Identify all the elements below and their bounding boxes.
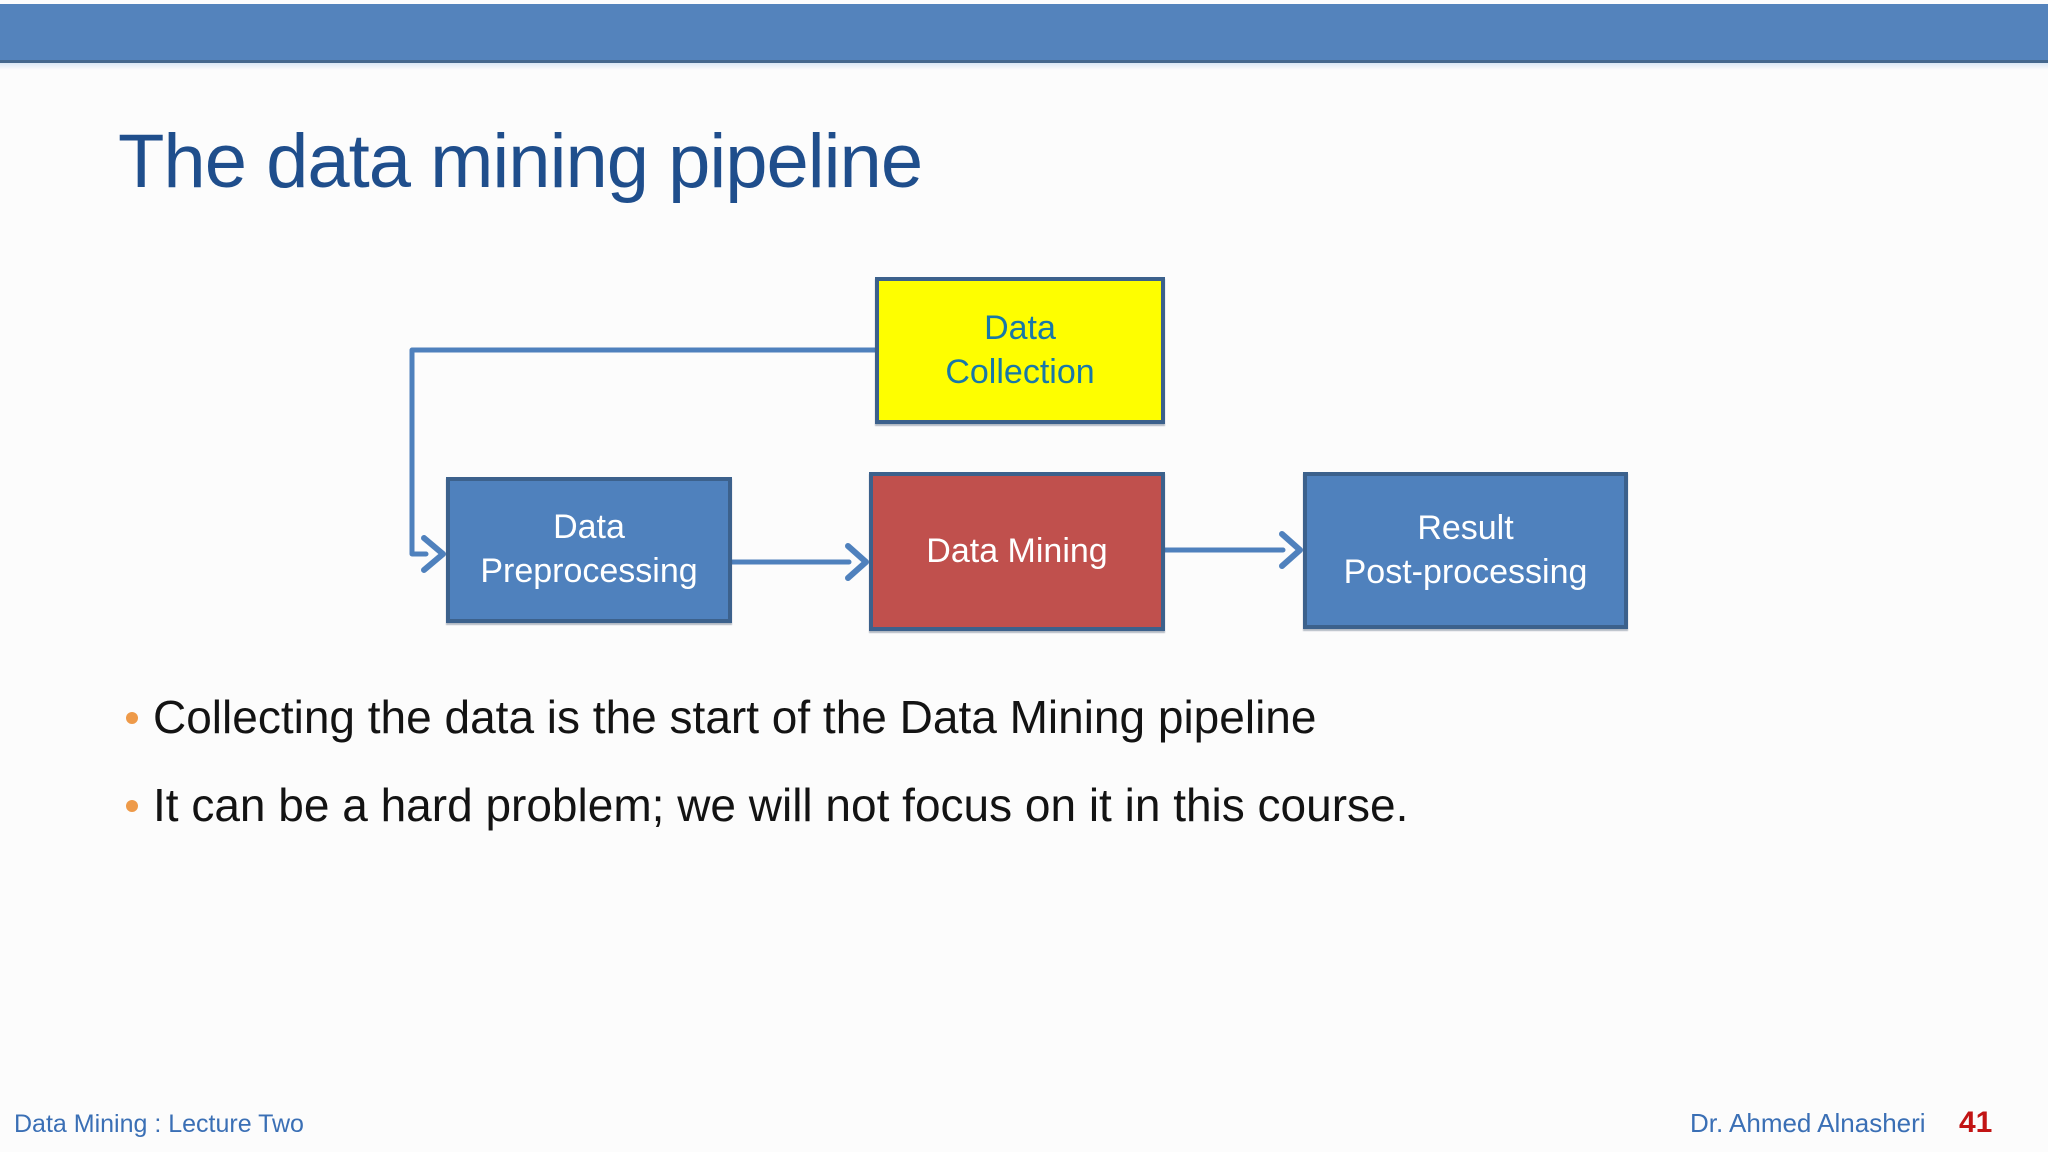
arrowhead-into-mining	[845, 543, 869, 581]
arrowhead-into-preprocessing	[421, 535, 446, 573]
node-data-preprocessing: Data Preprocessing	[446, 477, 732, 623]
slide-page-number: 41	[1959, 1106, 1993, 1139]
bullet-dot-icon	[126, 800, 138, 812]
bullet-dot-icon	[126, 712, 138, 724]
page-title: The data mining pipeline	[118, 119, 923, 204]
node-label: Data Preprocessing	[480, 508, 698, 590]
node-label: Result Post-processing	[1343, 508, 1588, 591]
bullet-list: Collecting the data is the start of the …	[126, 688, 1408, 833]
node-data-collection: Data Collection	[875, 277, 1165, 424]
bullet-item: It can be a hard problem; we will not fo…	[126, 776, 1408, 833]
header-bar	[0, 4, 2048, 70]
footer-lecture-label: Data Mining : Lecture Two	[14, 1110, 304, 1138]
arrowhead-into-result	[1279, 531, 1303, 569]
bullet-text: It can be a hard problem; we will not fo…	[153, 778, 1409, 831]
edge-collection-to-preprocessing	[409, 347, 878, 557]
footer-author-label: Dr. Ahmed Alnasheri	[1690, 1108, 1926, 1138]
node-label: Data Collection	[945, 308, 1095, 391]
node-data-mining: Data Mining	[869, 472, 1165, 631]
bullet-text: Collecting the data is the start of the …	[153, 690, 1317, 743]
node-result-post-processing: Result Post-processing	[1303, 472, 1628, 629]
node-label: Data Mining	[926, 531, 1108, 570]
bullet-item: Collecting the data is the start of the …	[126, 688, 1408, 745]
